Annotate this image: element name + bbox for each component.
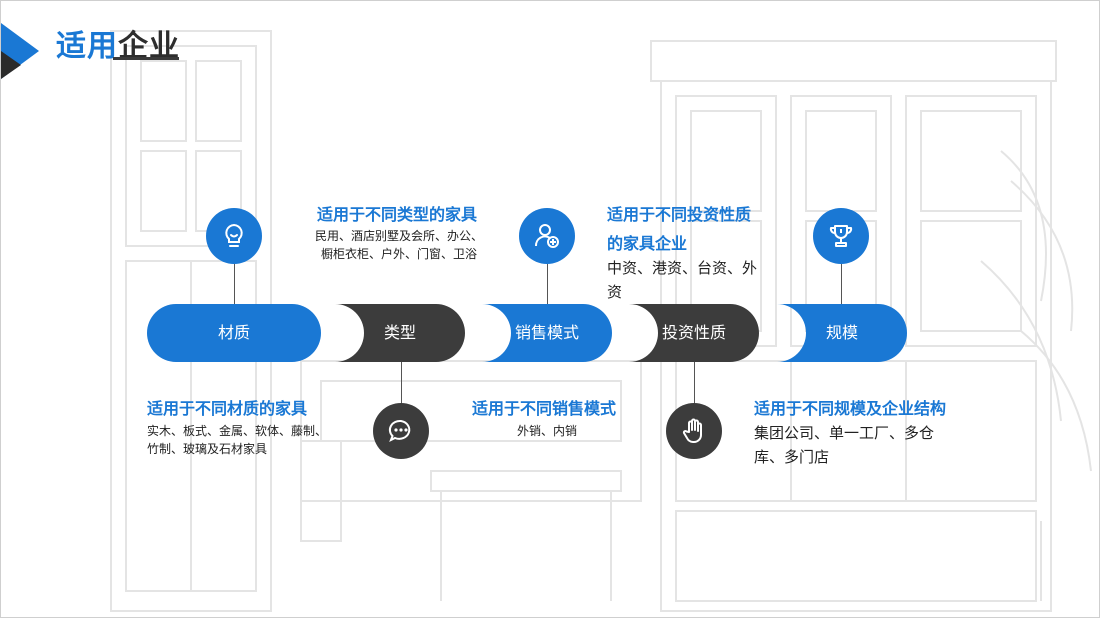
investment-heading-line2: 的家具企业 <box>607 234 688 253</box>
user-add-icon <box>519 208 575 264</box>
trophy-icon <box>813 208 869 264</box>
timeline-segment-material: 材质 <box>147 304 321 362</box>
connector-line-investment <box>694 361 695 405</box>
hand-icon <box>666 403 722 459</box>
lightbulb-icon <box>206 208 262 264</box>
connector-line-sales <box>547 263 548 305</box>
connector-line-type <box>401 361 402 405</box>
timeline-label-scale: 规模 <box>825 323 858 342</box>
chat-bubble-icon <box>373 403 429 459</box>
timeline-label-material: 材质 <box>217 323 250 342</box>
timeline-segment-sales: 销售模式 <box>482 304 612 362</box>
sales-heading: 适用于不同销售模式 <box>472 399 617 418</box>
type-description-line2: 橱柜衣柜、户外、门窗、卫浴 <box>321 247 478 261</box>
timeline-segment-type: 类型 <box>335 304 465 362</box>
material-description-line1: 实木、板式、金属、软体、藤制、 <box>147 424 328 438</box>
timeline-label-type: 类型 <box>383 323 416 342</box>
investment-description-line2: 资 <box>607 283 623 301</box>
timeline-label-investment: 投资性质 <box>661 323 726 342</box>
type-heading: 适用于不同类型的家具 <box>317 205 478 224</box>
material-description-line2: 竹制、玻璃及石材家具 <box>147 442 268 456</box>
title-underline <box>113 57 179 60</box>
scale-heading: 适用于不同规模及企业结构 <box>754 399 947 418</box>
timeline-segment-investment: 投资性质 <box>629 304 759 362</box>
material-heading: 适用于不同材质的家具 <box>147 399 308 418</box>
timeline-label-sales: 销售模式 <box>514 323 579 342</box>
scale-description-line1: 集团公司、单一工厂、多仓 <box>754 424 935 442</box>
connector-line-material <box>234 263 235 305</box>
page-title-highlight: 适用 <box>56 29 118 64</box>
investment-heading-line1: 适用于不同投资性质 <box>607 205 752 224</box>
investment-description-line1: 中资、港资、台资、外 <box>607 259 758 277</box>
scale-description-line2: 库、多门店 <box>754 448 830 466</box>
sales-description: 外销、内销 <box>517 424 578 438</box>
type-description-line1: 民用、酒店别墅及会所、办公、 <box>315 229 484 243</box>
corner-accent-shape <box>1 23 39 79</box>
timeline-segment-scale: 规模 <box>777 304 907 362</box>
connector-line-scale <box>841 263 842 305</box>
